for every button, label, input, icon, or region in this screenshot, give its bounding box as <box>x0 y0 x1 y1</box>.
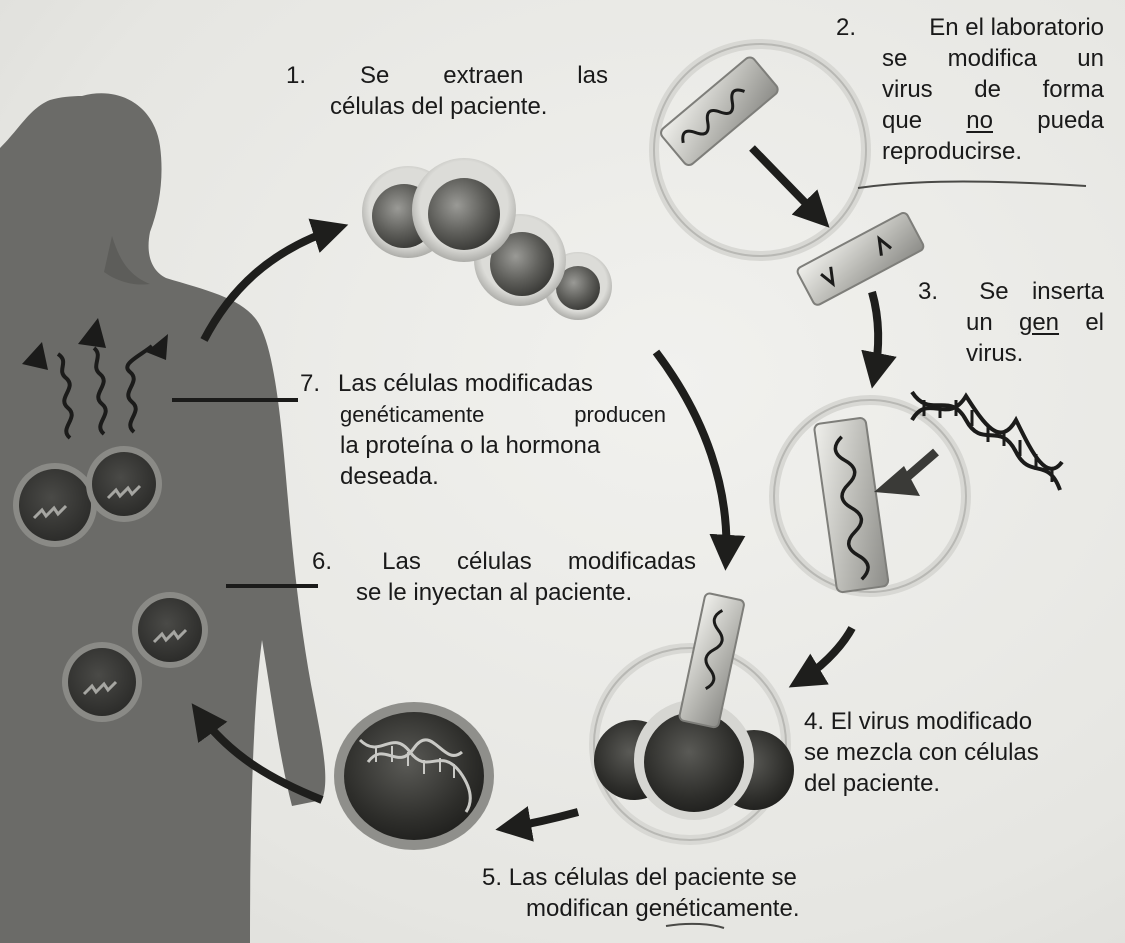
lab-virus-dish <box>654 44 866 256</box>
cut-virus <box>796 211 925 306</box>
mixing-dish <box>594 593 794 840</box>
extracted-cells <box>362 158 612 320</box>
dna-helix-icon <box>912 392 1062 490</box>
modified-cell <box>334 702 494 850</box>
step-4-label: 4. El virus modificado se mezcla con cél… <box>804 706 1114 799</box>
gene-insertion-dish <box>774 400 966 593</box>
arrow-cells-to-mix <box>656 352 726 560</box>
step-5-label: 5. Las células del paciente se modifican… <box>482 862 922 924</box>
